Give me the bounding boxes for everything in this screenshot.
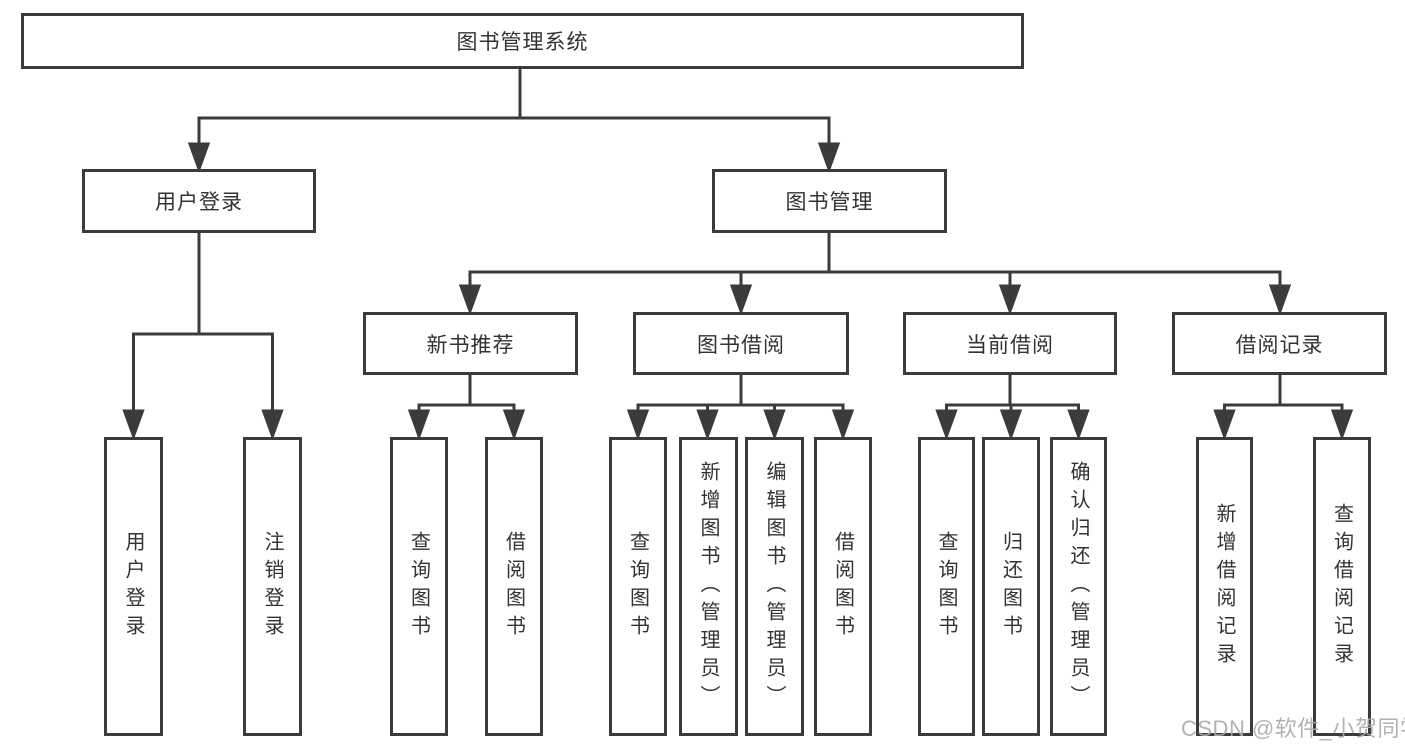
- leaf-newbook-query-books-label: 查询图书: [407, 530, 430, 643]
- node-book-management: 图书管理: [712, 169, 947, 233]
- leaf-logout-label: 注销登录: [261, 530, 283, 643]
- node-user-login: 用户登录: [82, 169, 316, 233]
- leaf-record-add-borrow-record: 新增借阅记录: [1196, 437, 1253, 736]
- leaf-borrow-add-books-admin-label: 新增图书（管理员）: [697, 460, 719, 713]
- leaf-borrow-query-books: 查询图书: [609, 437, 667, 736]
- leaf-newbook-borrow-books: 借阅图书: [485, 437, 543, 736]
- leaf-newbook-borrow-books-label: 借阅图书: [502, 530, 525, 643]
- leaf-user-login-label: 用户登录: [122, 530, 144, 643]
- csdn-watermark: CSDN @软件_小贺同学: [1181, 716, 1405, 741]
- leaf-current-query-books: 查询图书: [918, 437, 975, 736]
- leaf-record-query-borrow-record-label: 查询借阅记录: [1330, 502, 1353, 671]
- leaf-borrow-add-books-admin: 新增图书（管理员）: [679, 437, 738, 736]
- node-book-borrow: 图书借阅: [633, 312, 849, 375]
- leaf-newbook-query-books: 查询图书: [390, 437, 448, 736]
- leaf-user-login: 用户登录: [104, 437, 163, 736]
- node-borrow-records-label: 借阅记录: [1235, 333, 1324, 357]
- leaf-borrow-edit-books-admin-label: 编辑图书（管理员）: [763, 460, 785, 713]
- leaf-current-return-books: 归还图书: [982, 437, 1040, 736]
- leaf-borrow-borrow-books: 借阅图书: [814, 437, 872, 736]
- node-book-borrow-label: 图书借阅: [697, 333, 785, 357]
- leaf-borrow-query-books-label: 查询图书: [626, 530, 649, 643]
- node-borrow-records: 借阅记录: [1172, 312, 1387, 375]
- leaf-logout: 注销登录: [243, 437, 302, 736]
- leaf-record-add-borrow-record-label: 新增借阅记录: [1213, 502, 1235, 671]
- leaf-current-confirm-return-admin-label: 确认归还（管理员）: [1067, 460, 1089, 713]
- node-user-login-label: 用户登录: [155, 191, 243, 214]
- leaf-borrow-edit-books-admin: 编辑图书（管理员）: [745, 437, 804, 736]
- leaf-current-confirm-return-admin: 确认归还（管理员）: [1050, 437, 1107, 736]
- node-root-label: 图书管理系统: [456, 31, 589, 54]
- leaf-current-query-books-label: 查询图书: [935, 530, 957, 643]
- node-root: 图书管理系统: [21, 13, 1024, 69]
- node-current-borrow-label: 当前借阅: [966, 333, 1054, 357]
- node-new-book-recommend-label: 新书推荐: [426, 333, 515, 357]
- leaf-borrow-borrow-books-label: 借阅图书: [831, 530, 854, 643]
- node-new-book-recommend: 新书推荐: [363, 312, 578, 375]
- node-current-borrow: 当前借阅: [903, 312, 1117, 375]
- leaf-current-return-books-label: 归还图书: [999, 530, 1022, 643]
- leaf-record-query-borrow-record: 查询借阅记录: [1313, 437, 1371, 736]
- node-book-management-label: 图书管理: [785, 191, 874, 214]
